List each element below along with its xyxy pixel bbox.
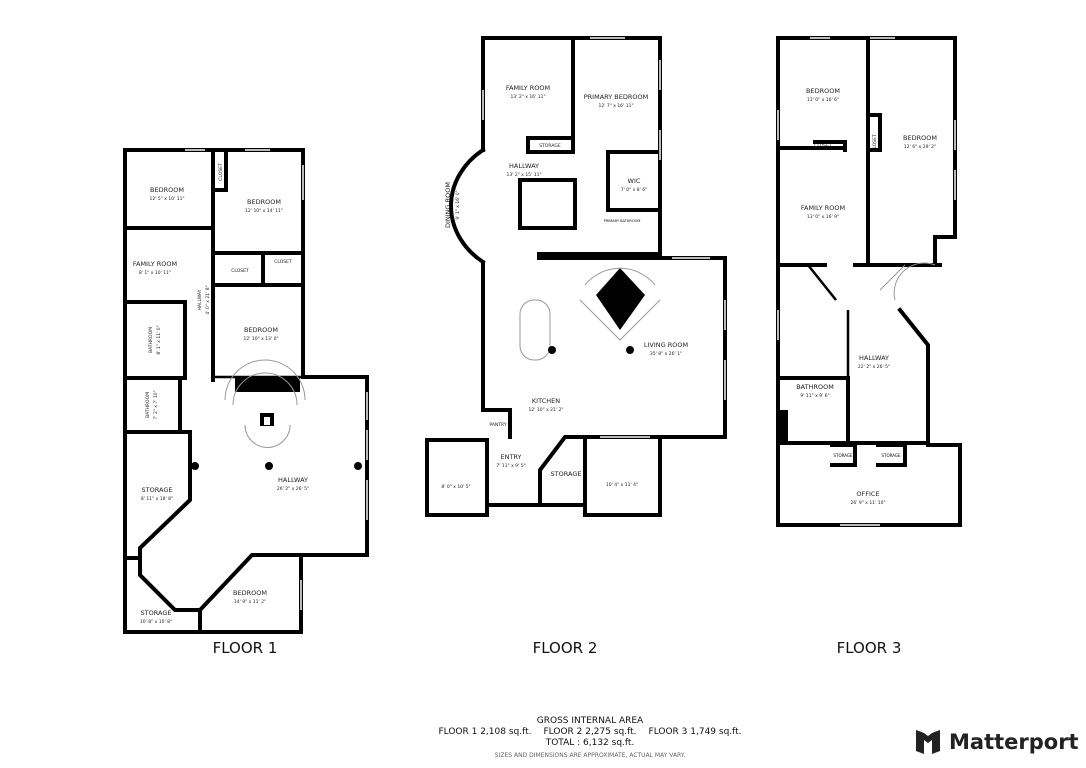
area-floor-3: FLOOR 3 1,749 sq.ft. [648,727,742,737]
room-label: STORAGE [551,470,582,478]
room-label: CLOSET [231,268,249,274]
room-label: HALLWAY [509,162,539,170]
brand-name: Matterport [949,730,1079,754]
room-label: STORAGE [881,453,901,458]
room-label: FAMILY ROOM [133,260,177,268]
room-label: STORAGE [539,143,561,149]
room-label: BATHROOM [148,327,154,353]
disclaimer: SIZES AND DIMENSIONS ARE APPROXIMATE, AC… [494,752,686,759]
room-label: DINING ROOM [444,182,452,228]
area-total: TOTAL : 6,132 sq.ft. [545,738,635,748]
room-dims: 4' 0" x 21' 8" [205,285,211,314]
room-dims: 7' 11" x 9' 5" [496,463,525,469]
floor-1-label: FLOOR 1 [213,639,278,657]
room-dims: 12' 10" x 21' 2" [528,407,563,413]
matterport-logo-icon [916,730,940,754]
area-floor-1: FLOOR 1 2,108 sq.ft. [438,727,532,737]
floor-3-plan: BEDROOM 13' 0" x 16' 6" CLOSET CLOSET BE… [776,36,962,657]
room-label: OFFICE [856,490,879,498]
room-label: BATHROOM [145,392,151,418]
room-dims: 8' 11" x 18' 8" [141,496,173,502]
room-dims: 26' 2" x 26' 5" [277,486,309,492]
room-dims: 22' 2" x 26' 5" [858,364,890,370]
room-label: CLOSET [274,259,292,265]
room-dims: 26' 9" x 11' 10" [850,500,885,506]
room-dims: 9' 1" x 16' 0" [455,190,461,219]
room-dims: 13' 2" x 16' 11" [510,94,545,100]
room-label: BEDROOM [806,87,840,95]
room-dims: 8' 1" x 10' 11" [139,270,171,276]
room-dims: 10' 4" x 11' 4" [606,482,638,488]
room-label: FAMILY ROOM [801,204,845,212]
room-dims: 7' 2" x 7' 10" [153,390,159,419]
room-dims: 8' 0" x 10' 5" [441,484,470,490]
room-label: PANTRY [489,422,506,428]
room-label: LIVING ROOM [644,341,688,349]
room-label: KITCHEN [532,397,560,405]
room-dims: 35' 8" x 26' 1" [650,351,682,357]
area-floors: FLOOR 1 2,108 sq.ft. FLOOR 2 2,275 sq.ft.… [380,727,800,737]
floor-3-label: FLOOR 3 [837,639,902,657]
room-dims: 12' 5" x 10' 11" [149,196,184,202]
room-label: ENTRY [500,453,521,461]
room-label: HALLWAY [278,476,308,484]
room-dims: 7' 0" x 8' 6" [621,187,647,193]
room-label: CLOSET [814,143,832,149]
room-dims: 13' 0" x 16' 9" [807,214,839,220]
room-label: BEDROOM [233,589,267,597]
room-label: BEDROOM [244,326,278,334]
room-label: STORAGE [141,609,172,617]
room-label: HALLWAY [197,289,203,310]
matterport-logo: Matterport [915,728,1079,756]
room-label: CLOSET [872,134,878,152]
room-dims: 12' 7" x 16' 11" [598,103,633,109]
room-label: PRIMARY BEDROOM [584,93,648,101]
room-dims: 9' 11" x 9' 6" [800,393,829,399]
area-floor-2: FLOOR 2 2,275 sq.ft. [543,727,637,737]
room-label: BEDROOM [247,198,281,206]
room-label: BEDROOM [903,134,937,142]
room-dims: 13' 2" x 15' 11" [506,172,541,178]
floor-1-plan: BEDROOM 12' 5" x 10' 11" BEDROOM 12' 10"… [123,148,369,657]
room-dims: 12' 10" x 13' 0" [243,336,278,342]
room-dims: 12' 10" x 14' 11" [245,208,283,214]
floor-2-plan: FAMILY ROOM 13' 2" x 16' 11" PRIMARY BED… [425,36,727,657]
room-label: FAMILY ROOM [506,84,550,92]
area-title: GROSS INTERNAL AREA [536,716,644,726]
room-label: PRIMARY BATHROOM [604,219,641,223]
room-dims: 12' 6" x 29' 2" [904,144,936,150]
room-label: STORAGE [833,453,853,458]
room-label: CLOSET [218,163,224,181]
room-label: BEDROOM [150,186,184,194]
room-dims: 13' 0" x 16' 6" [807,97,839,103]
room-label: STORAGE [142,486,173,494]
floor-2-label: FLOOR 2 [533,639,598,657]
room-dims: 8' 1" x 11' 0" [156,325,162,354]
room-dims: 10' 8" x 10' 8" [140,619,172,625]
room-label: BATHROOM [796,383,834,391]
room-dims: 14' 9" x 11' 2" [234,599,266,605]
room-label: WIC [628,177,641,185]
room-label: HALLWAY [859,354,889,362]
